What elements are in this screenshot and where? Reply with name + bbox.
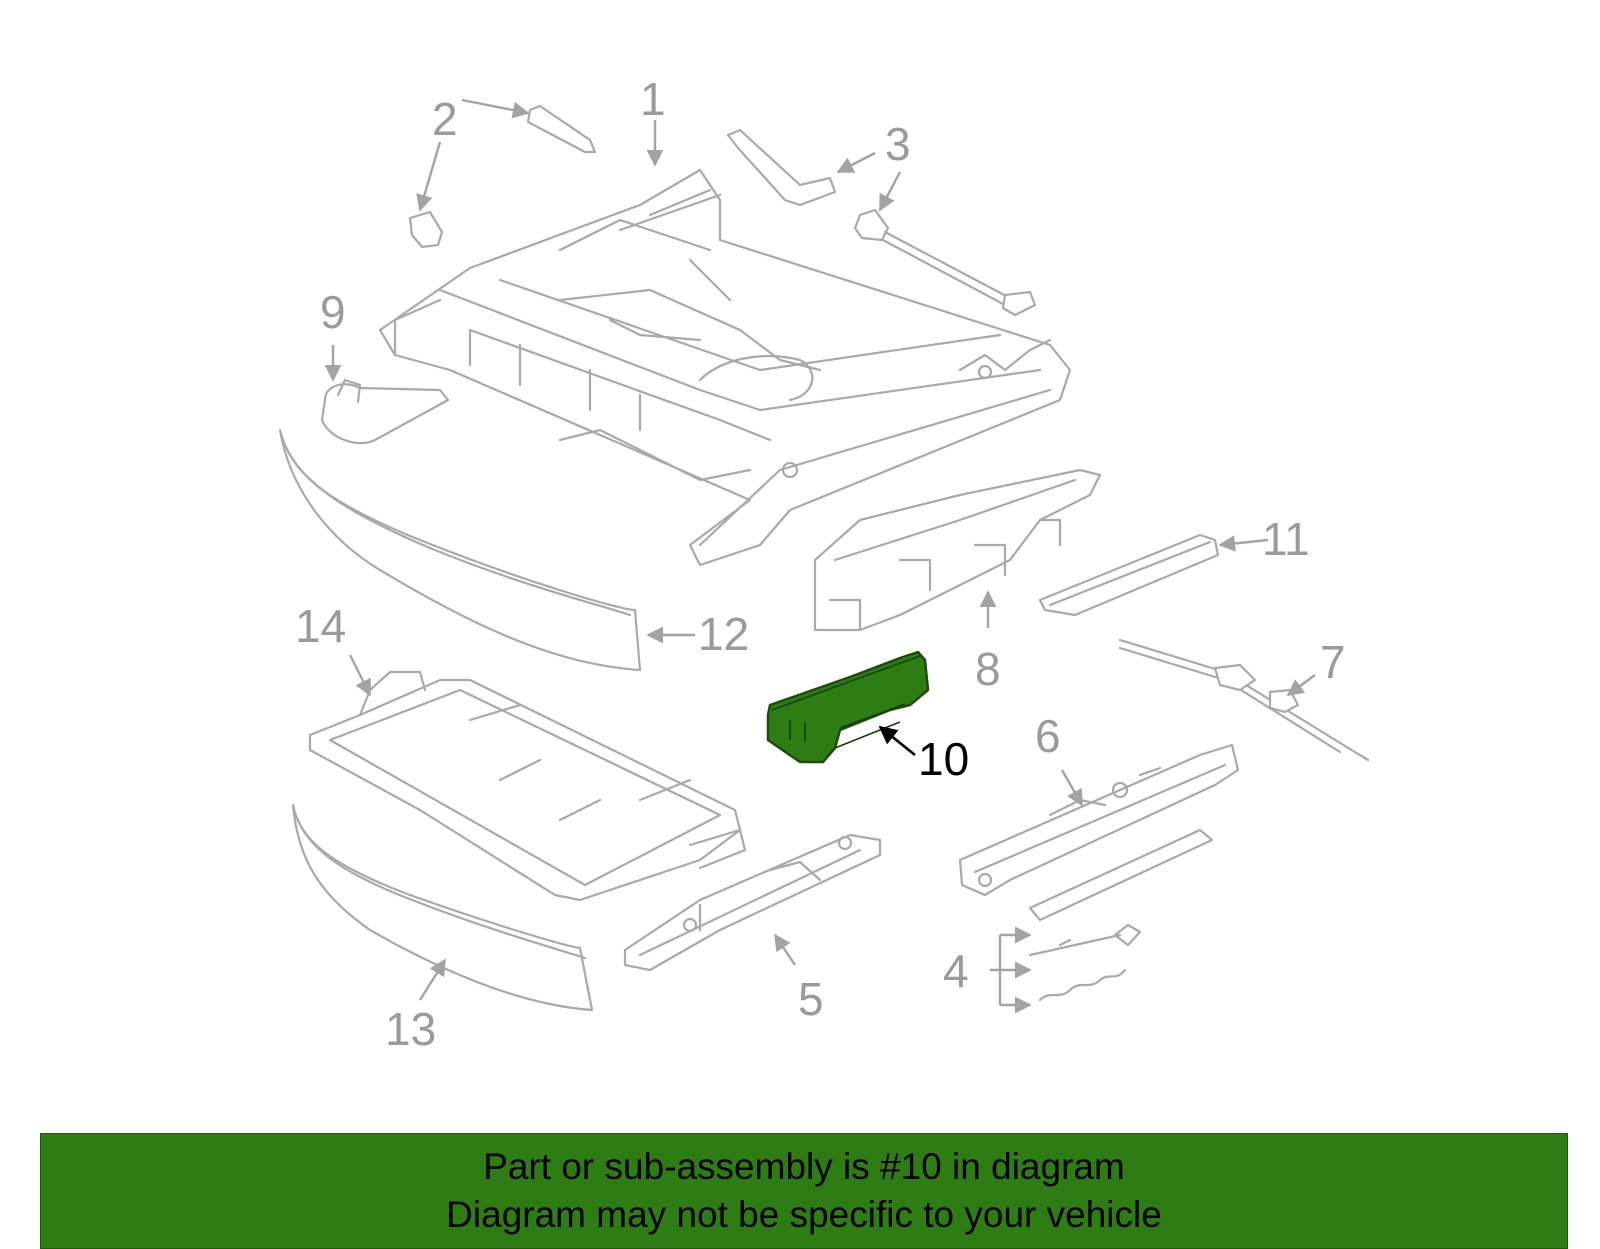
label-14[interactable]: 14: [295, 600, 346, 652]
part-9-bracket[interactable]: [320, 378, 450, 445]
part-12-front-cover[interactable]: [278, 428, 642, 672]
banner-line-part-info: Part or sub-assembly is #10 in diagram: [483, 1146, 1125, 1187]
part-6-seat-track[interactable]: [958, 743, 1240, 897]
label-6[interactable]: 6: [1035, 710, 1061, 762]
leader-lines: [324, 98, 1316, 1014]
part-4-hardware-set[interactable]: [1028, 828, 1214, 1002]
part-2-bolts[interactable]: [408, 104, 597, 249]
label-8[interactable]: 8: [975, 643, 1001, 695]
part-13-lower-trim[interactable]: [291, 803, 594, 1012]
part-5-seat-track[interactable]: [623, 833, 882, 972]
label-1[interactable]: 1: [640, 73, 666, 125]
part-3-recliner-cable[interactable]: [726, 128, 1037, 317]
label-13[interactable]: 13: [385, 1003, 436, 1055]
label-7[interactable]: 7: [1320, 636, 1346, 688]
label-2[interactable]: 2: [432, 93, 458, 145]
label-4[interactable]: 4: [943, 945, 969, 997]
part-14-seat-pan[interactable]: [308, 670, 747, 902]
part-10-highlighted[interactable]: [766, 650, 930, 764]
label-10[interactable]: 10: [918, 733, 969, 785]
part-1-seat-frame[interactable]: [378, 168, 1072, 567]
label-3[interactable]: 3: [885, 118, 911, 170]
part-11-trim-strip[interactable]: [1038, 533, 1220, 617]
label-5[interactable]: 5: [798, 973, 824, 1025]
part-8-side-shield[interactable]: [813, 468, 1102, 632]
banner-line-disclaimer: Diagram may not be specific to your vehi…: [446, 1194, 1162, 1235]
parts-diagram: 1 2 3 4 5 6 7 8 9 10 11 12 13 14: [278, 73, 1370, 1055]
label-9[interactable]: 9: [320, 286, 346, 338]
label-12[interactable]: 12: [698, 608, 749, 660]
info-banner: Part or sub-assembly is #10 in diagram D…: [40, 1133, 1568, 1249]
part-labels: 1 2 3 4 5 6 7 8 9 10 11 12 13 14: [295, 73, 1346, 1055]
label-11[interactable]: 11: [1262, 513, 1310, 565]
